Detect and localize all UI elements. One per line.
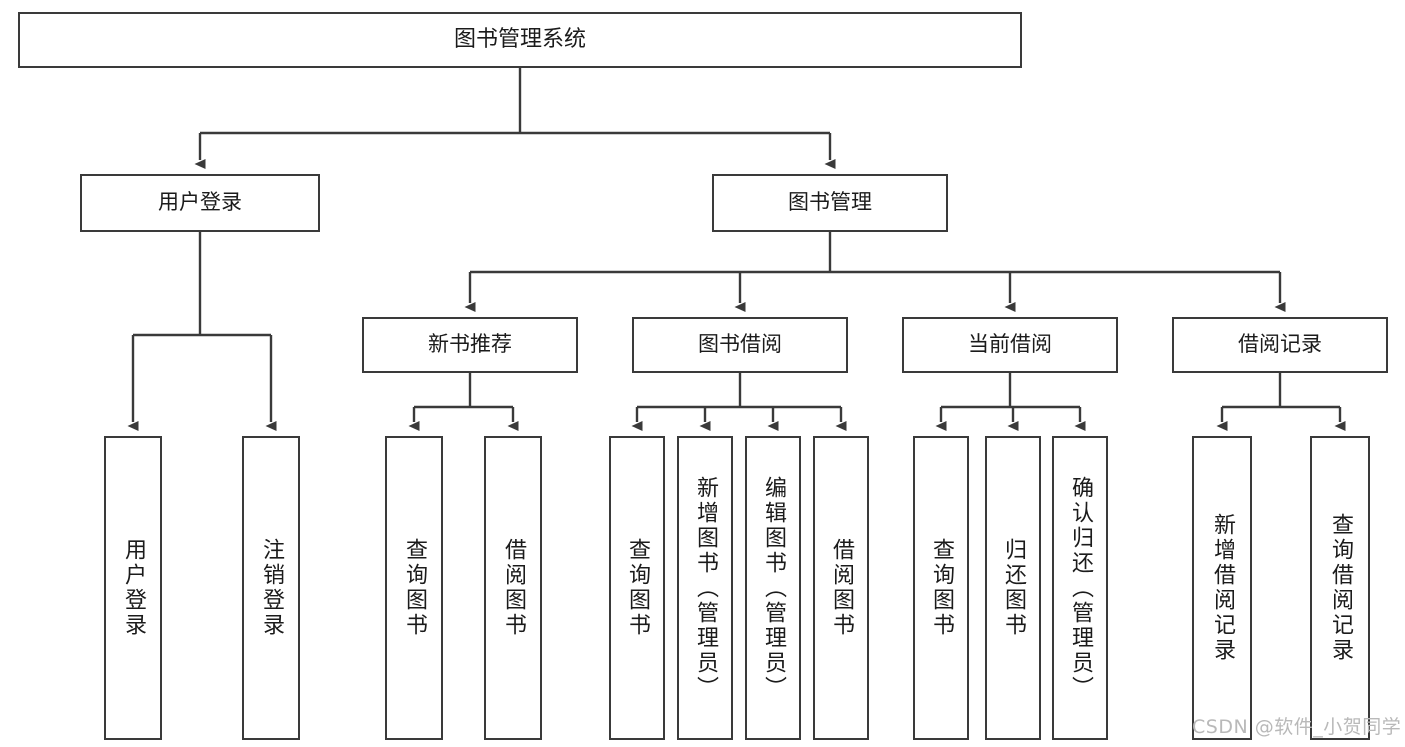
node-borrow-record[interactable]: 借阅记录 [1172, 317, 1388, 373]
leaf-user-login-label: 用户登录 [121, 538, 146, 638]
leaf-borrow-book-new[interactable]: 借阅图书 [484, 436, 542, 740]
leaf-add-borrow-record[interactable]: 新增借阅记录 [1192, 436, 1252, 740]
leaf-borrow-book-new-label: 借阅图书 [501, 538, 526, 638]
leaf-confirm-return-admin-label: 确认归还（管理员） [1068, 475, 1093, 701]
leaf-confirm-return-admin[interactable]: 确认归还（管理员） [1052, 436, 1108, 740]
leaf-logout[interactable]: 注销登录 [242, 436, 300, 740]
leaf-query-book-current[interactable]: 查询图书 [913, 436, 969, 740]
leaf-return-book[interactable]: 归还图书 [985, 436, 1041, 740]
leaf-edit-book-admin[interactable]: 编辑图书（管理员） [745, 436, 801, 740]
node-root-label: 图书管理系统 [453, 26, 586, 52]
node-user-login[interactable]: 用户登录 [80, 174, 320, 232]
node-root[interactable]: 图书管理系统 [18, 12, 1022, 68]
leaf-borrow-book[interactable]: 借阅图书 [813, 436, 869, 740]
leaf-add-borrow-record-label: 新增借阅记录 [1210, 513, 1235, 663]
node-borrow-record-label: 借阅记录 [1238, 332, 1322, 357]
leaf-return-book-label: 归还图书 [1001, 538, 1026, 638]
node-current-borrow-label: 当前借阅 [968, 332, 1052, 357]
node-current-borrow[interactable]: 当前借阅 [902, 317, 1118, 373]
leaf-query-book-current-label: 查询图书 [929, 538, 954, 638]
leaf-query-book-borrow-label: 查询图书 [625, 538, 650, 638]
node-book-borrow[interactable]: 图书借阅 [632, 317, 848, 373]
node-user-login-label: 用户登录 [158, 190, 242, 215]
leaf-borrow-book-label: 借阅图书 [829, 538, 854, 638]
watermark: CSDN @软件_小贺同学 [1192, 716, 1402, 738]
leaf-query-borrow-record-label: 查询借阅记录 [1328, 513, 1353, 663]
leaf-query-book-new-label: 查询图书 [402, 538, 427, 638]
leaf-query-book-new[interactable]: 查询图书 [385, 436, 443, 740]
node-book-borrow-label: 图书借阅 [698, 332, 782, 357]
leaf-query-book-borrow[interactable]: 查询图书 [609, 436, 665, 740]
node-book-management-label: 图书管理 [788, 190, 872, 215]
leaf-add-book-admin-label: 新增图书（管理员） [693, 475, 718, 701]
leaf-logout-label: 注销登录 [259, 538, 284, 638]
leaf-query-borrow-record[interactable]: 查询借阅记录 [1310, 436, 1370, 740]
node-book-management[interactable]: 图书管理 [712, 174, 948, 232]
leaf-add-book-admin[interactable]: 新增图书（管理员） [677, 436, 733, 740]
node-new-book-recommend-label: 新书推荐 [428, 332, 512, 357]
leaf-edit-book-admin-label: 编辑图书（管理员） [761, 475, 786, 701]
node-new-book-recommend[interactable]: 新书推荐 [362, 317, 578, 373]
leaf-user-login[interactable]: 用户登录 [104, 436, 162, 740]
